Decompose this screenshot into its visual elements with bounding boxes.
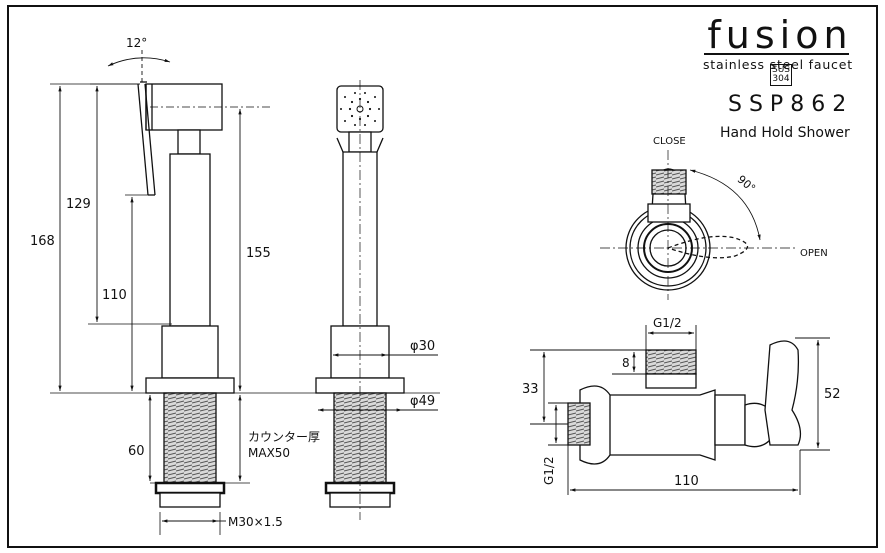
angle-90-arc xyxy=(689,169,761,241)
dim-155-label: 155 xyxy=(246,246,271,261)
lever-handle xyxy=(764,340,802,446)
dim-33-label: 33 xyxy=(522,382,539,397)
drawing-border xyxy=(7,5,878,548)
threaded-shank-side xyxy=(163,392,217,484)
dim-g-top xyxy=(645,325,697,350)
angle-12-label: 12° xyxy=(126,36,147,50)
close-label: CLOSE xyxy=(653,136,686,147)
left-thread xyxy=(567,402,591,446)
dim-dia-30-label: φ30 xyxy=(410,339,435,354)
angle-12-dimension xyxy=(107,50,171,84)
model-number: SSP862 xyxy=(728,92,854,117)
product-name: Hand Hold Shower xyxy=(720,125,850,141)
brand-name: fusion xyxy=(707,13,853,57)
dim-60-label: 60 xyxy=(128,444,145,459)
counter-label-2: MAX50 xyxy=(248,446,290,460)
top-thread xyxy=(645,349,697,375)
front-view xyxy=(315,85,405,508)
dim-110-side-label: 110 xyxy=(102,288,127,303)
side-view xyxy=(137,81,235,508)
angle-90-label: 90° xyxy=(735,173,758,195)
shower-handle-tilt xyxy=(137,81,156,196)
dim-33 xyxy=(530,349,646,425)
dim-129-label: 129 xyxy=(66,197,91,212)
brand-underline xyxy=(704,53,849,55)
badge-top: SUS xyxy=(771,65,790,75)
counter-label-1: カウンター厚 xyxy=(248,430,320,444)
flange-side xyxy=(145,377,235,394)
thread-size-label: M30×1.5 xyxy=(228,515,283,529)
badge-bottom: 304 xyxy=(772,74,790,84)
valve-side-view xyxy=(567,340,802,465)
dim-52-label: 52 xyxy=(824,387,841,402)
dim-g-left xyxy=(548,402,568,446)
dim-dia-49-label: φ49 xyxy=(410,394,435,409)
g-left-label: G1/2 xyxy=(542,456,556,485)
g-top-label: G1/2 xyxy=(653,316,682,330)
dim-110-valve-label: 110 xyxy=(674,474,699,489)
brand-tagline: stainless steel faucet xyxy=(703,57,853,72)
dim-168-label: 168 xyxy=(30,234,55,249)
pipe-side xyxy=(169,153,211,327)
valve-top-view xyxy=(625,168,749,291)
dim-52 xyxy=(795,337,830,451)
dim-110-valve xyxy=(567,445,801,495)
dim-8-label: 8 xyxy=(622,356,630,370)
nut-side xyxy=(154,481,226,495)
open-label: OPEN xyxy=(800,248,828,259)
